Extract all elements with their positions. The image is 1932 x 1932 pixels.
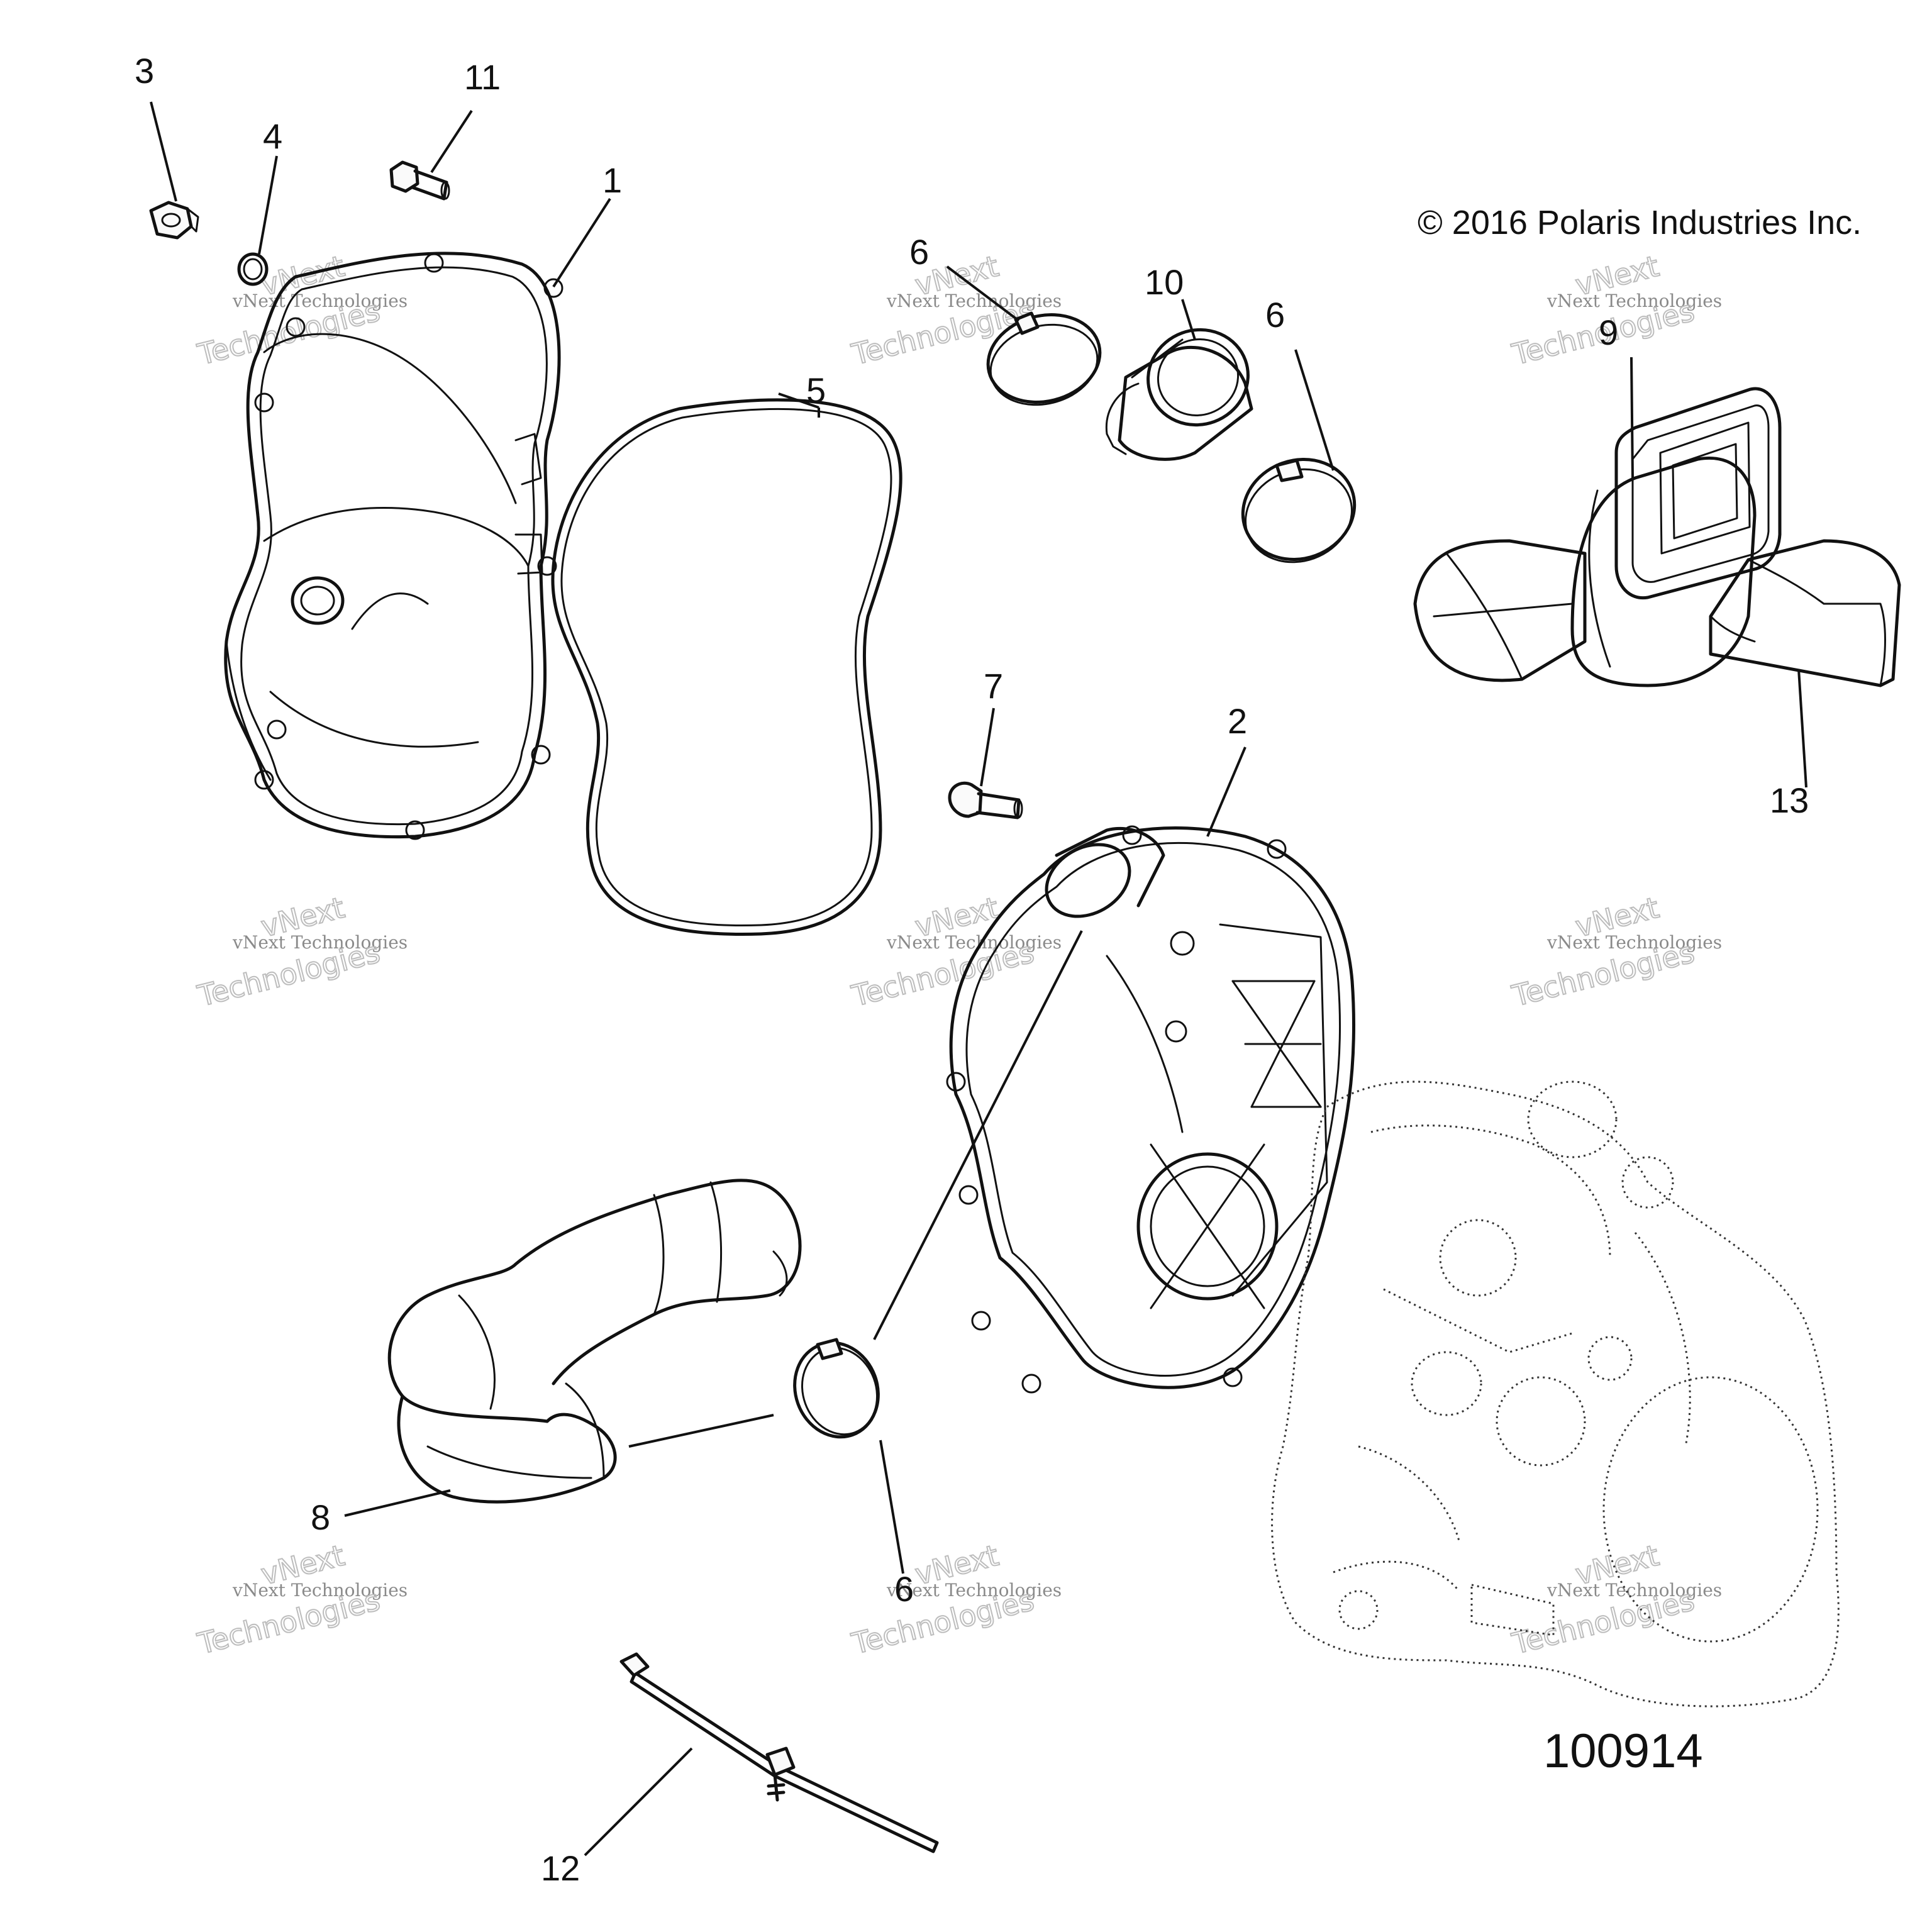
leader-5	[778, 392, 819, 409]
callout-3: 3	[135, 51, 154, 91]
watermark-mid-right: vNext vNext Technologies Technologies	[1508, 890, 1723, 1014]
callout-11: 11	[464, 57, 501, 97]
part-3-nut	[149, 201, 199, 240]
watermark-text: vNext Technologies	[232, 291, 408, 311]
callout-7: 7	[984, 666, 1003, 706]
callout-4: 4	[263, 116, 282, 156]
copyright-text: © 2016 Polaris Industries Inc.	[1418, 204, 1862, 242]
watermark-text: vNext Technologies	[1546, 932, 1722, 953]
watermark-text: vNext Technologies	[886, 932, 1062, 953]
part-1-outer-clutch-cover	[224, 252, 564, 840]
leader-clamp-to-cover	[873, 930, 1083, 1340]
leader-6-top	[946, 265, 1020, 322]
leader-13	[1797, 669, 1807, 788]
leader-1	[552, 197, 611, 288]
diagram-id: 100914	[1543, 1724, 1703, 1778]
part-6-clamp-bottom	[793, 1338, 880, 1439]
watermark-mid-left: vNext vNext Technologies Technologies	[194, 890, 408, 1014]
watermark-text: vNext Technologies	[232, 1580, 408, 1601]
callout-1: 1	[602, 160, 622, 200]
part-5-cover-seal	[551, 398, 902, 936]
leader-hose-clamp	[628, 1414, 774, 1448]
part-8-hose	[387, 1179, 802, 1504]
part-4-o-ring	[237, 252, 269, 286]
callout-9: 9	[1599, 313, 1618, 352]
part-11-bolt	[389, 160, 450, 201]
callouts: 3 4 11 1 5 6 10 6 9 13 7 2 8 6 12	[135, 51, 1809, 1888]
watermark-bottom-center: vNext vNext Technologies Technologies	[848, 1538, 1062, 1662]
watermark-bottom-right: vNext vNext Technologies Technologies	[1508, 1538, 1723, 1662]
part-2-inner-clutch-cover	[946, 825, 1356, 1394]
reference-engine-case	[1271, 1080, 1840, 1707]
watermark-top-left: vNext vNext Technologies Technologies	[194, 248, 408, 372]
watermark-top-center: vNext vNext Technologies Technologies	[848, 248, 1062, 372]
watermark-text: vNext Technologies	[886, 1580, 1062, 1601]
callout-12: 12	[541, 1848, 580, 1888]
watermark-text: vNext Technologies	[886, 291, 1062, 311]
watermark-text: vNext Technologies	[232, 932, 408, 953]
callout-10: 10	[1145, 262, 1184, 302]
watermark-group: vNext vNext Technologies Technologies vN…	[194, 248, 1723, 1662]
watermark-bottom-left: vNext vNext Technologies Technologies	[194, 1538, 408, 1662]
callout-6-right: 6	[1265, 295, 1285, 335]
leader-10	[1181, 299, 1196, 340]
part-6-clamp-top	[986, 311, 1102, 406]
part-13-duct-cover	[1709, 539, 1901, 687]
part-9-intake-duct	[1413, 387, 1782, 687]
leader-8	[344, 1489, 451, 1517]
leader-11	[430, 109, 473, 174]
leader-9	[1630, 357, 1634, 479]
leader-12	[584, 1747, 693, 1857]
leader-3	[150, 101, 177, 202]
callout-6-bottom: 6	[894, 1569, 914, 1609]
watermark-top-right: vNext vNext Technologies Technologies	[1508, 248, 1723, 372]
callout-13: 13	[1770, 780, 1809, 820]
leader-2	[1206, 747, 1246, 837]
watermark-text: vNext Technologies	[1546, 291, 1722, 311]
leader-lines	[150, 101, 1807, 1857]
callout-5: 5	[806, 370, 826, 410]
part-7-bolt	[948, 781, 1023, 819]
part-6-clamp-right	[1241, 458, 1357, 564]
callout-6-top: 6	[909, 232, 929, 272]
leader-6-bottom	[879, 1440, 904, 1574]
watermark-text: vNext Technologies	[1546, 1580, 1722, 1601]
leader-7	[980, 708, 995, 787]
callout-8: 8	[311, 1497, 330, 1537]
leader-6-right	[1294, 349, 1335, 471]
part-10-boot	[1105, 328, 1253, 461]
part-12-cable-tie	[619, 1652, 939, 1853]
leader-4	[258, 155, 278, 255]
callout-2: 2	[1228, 701, 1247, 741]
